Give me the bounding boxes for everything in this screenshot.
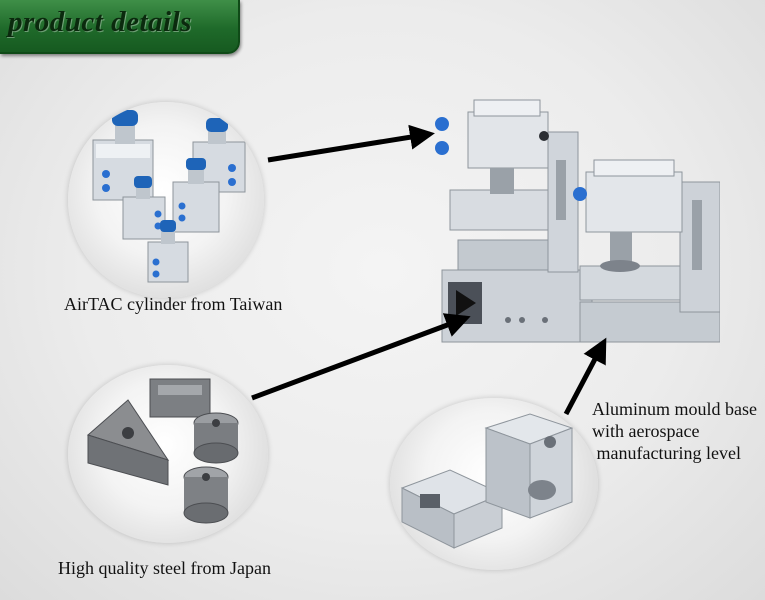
aluminum-part-graphic <box>484 413 574 519</box>
steel-part-graphic <box>183 466 229 524</box>
cylinder-graphic <box>172 158 220 233</box>
steel-part-graphic <box>149 378 211 418</box>
steel-part-graphic <box>193 412 239 464</box>
machine-secondary-frame <box>573 159 720 343</box>
caption-cylinder: AirTAC cylinder from Taiwan <box>64 294 283 314</box>
aluminum-parts-illustration <box>400 413 574 549</box>
caption-aluminum-line: with aerospace <box>592 421 700 441</box>
cylinder-graphic <box>147 220 189 283</box>
arrow-to-aluminum <box>563 337 607 416</box>
caption-aluminum-line: manufacturing level <box>592 443 741 463</box>
arrow-to-cylinder <box>267 124 435 163</box>
punching-machine-illustration <box>435 99 720 343</box>
arrow-to-steel <box>251 313 471 401</box>
aluminum-part-graphic <box>400 469 504 549</box>
caption-steel: High quality steel from Japan <box>58 558 271 578</box>
cylinder-photo <box>68 102 264 298</box>
caption-aluminum: Aluminum mould base with aerospace manuf… <box>592 398 757 464</box>
machine-frame <box>435 99 593 343</box>
caption-aluminum-line: Aluminum mould base <box>592 399 757 419</box>
cylinders-illustration <box>92 110 246 283</box>
steel-photo <box>68 365 268 543</box>
steel-part-graphic <box>86 399 170 486</box>
steel-parts-illustration <box>86 378 239 524</box>
aluminum-photo <box>390 398 598 570</box>
title-banner: product details <box>0 0 240 54</box>
cylinder-graphic <box>122 176 166 240</box>
page-title: product details <box>8 6 192 38</box>
